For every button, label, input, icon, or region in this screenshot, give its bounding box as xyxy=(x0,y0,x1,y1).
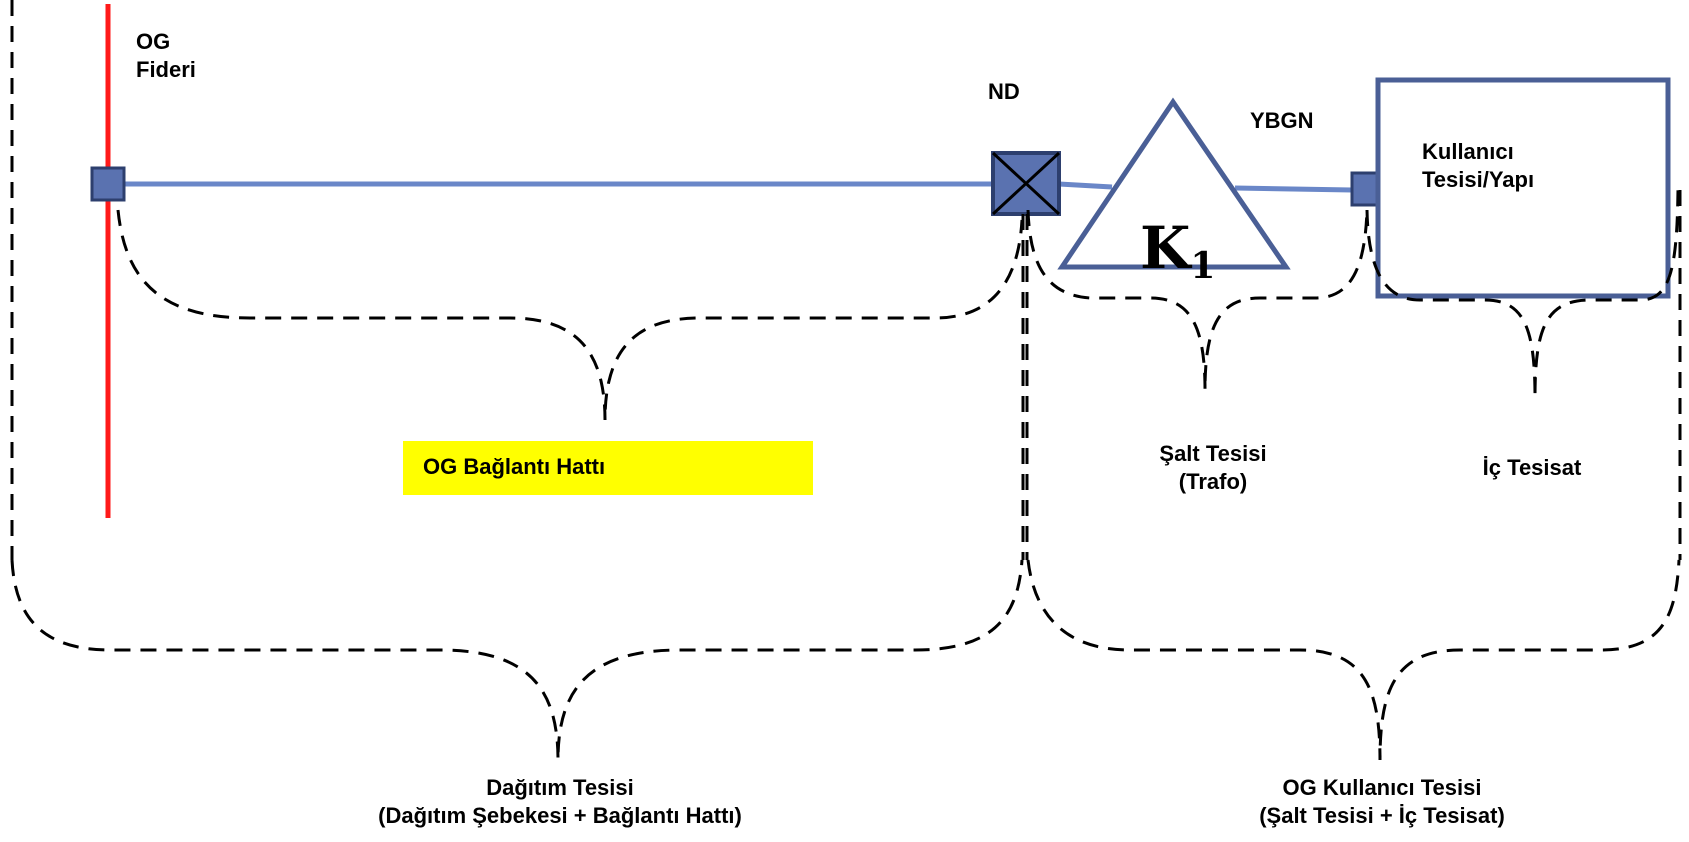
transformer-label: K1 xyxy=(1140,218,1215,296)
user-facility-label-line1: Kullanıcı xyxy=(1422,139,1514,164)
ybgn-label: YBGN xyxy=(1250,108,1314,133)
brace-internal xyxy=(1365,189,1680,399)
brace-og-user xyxy=(1026,559,1681,761)
trafo-out-line xyxy=(1234,185,1353,193)
og-connection-line-highlight: OG Bağlantı Hattı xyxy=(403,441,813,495)
user-facility-label-line2: Tesisi/Yapı xyxy=(1422,167,1535,192)
internal-installation-label: İç Tesisat xyxy=(1482,455,1582,480)
nd-breaker-icon xyxy=(991,151,1061,216)
og-feeder-label-line1: OG xyxy=(136,29,171,54)
og-user-facility-label-line2: (Şalt Tesisi + İç Tesisat) xyxy=(1259,803,1505,828)
nd-label: ND xyxy=(988,79,1020,104)
transformer-triangle-icon xyxy=(1057,97,1291,270)
og-feeder-label: OG Fideri xyxy=(136,28,196,84)
transformer-label-sub: 1 xyxy=(1190,245,1216,287)
feeder-node-icon xyxy=(90,166,126,202)
og-user-facility-label: OG Kullanıcı Tesisi (Şalt Tesisi + İç Te… xyxy=(1259,774,1505,830)
brace-connection-line xyxy=(116,209,1024,421)
distribution-facility-label-line2: (Dağıtım Şebekesi + Bağlantı Hattı) xyxy=(378,803,742,828)
og-connection-line-label: OG Bağlantı Hattı xyxy=(423,454,606,479)
trafo-in-line xyxy=(1058,181,1113,190)
transformer-label-main: K xyxy=(1140,214,1191,282)
brace-distribution xyxy=(10,559,1024,761)
switchgear-label-line2: (Trafo) xyxy=(1178,469,1248,494)
distribution-facility-label-line1: Dağıtım Tesisi xyxy=(486,775,634,800)
og-feeder-label-line2: Fideri xyxy=(136,57,196,82)
brace-switchgear xyxy=(1026,209,1369,391)
og-user-facility-label-line1: OG Kullanıcı Tesisi xyxy=(1282,775,1482,800)
user-facility-box xyxy=(1375,77,1671,299)
distribution-facility-label: Dağıtım Tesisi (Dağıtım Şebekesi + Bağla… xyxy=(378,774,742,830)
user-facility-label: Kullanıcı Tesisi/Yapı xyxy=(1422,138,1534,194)
switchgear-label-line1: Şalt Tesisi xyxy=(1159,441,1267,466)
switchgear-label: Şalt Tesisi (Trafo) xyxy=(1159,440,1266,496)
